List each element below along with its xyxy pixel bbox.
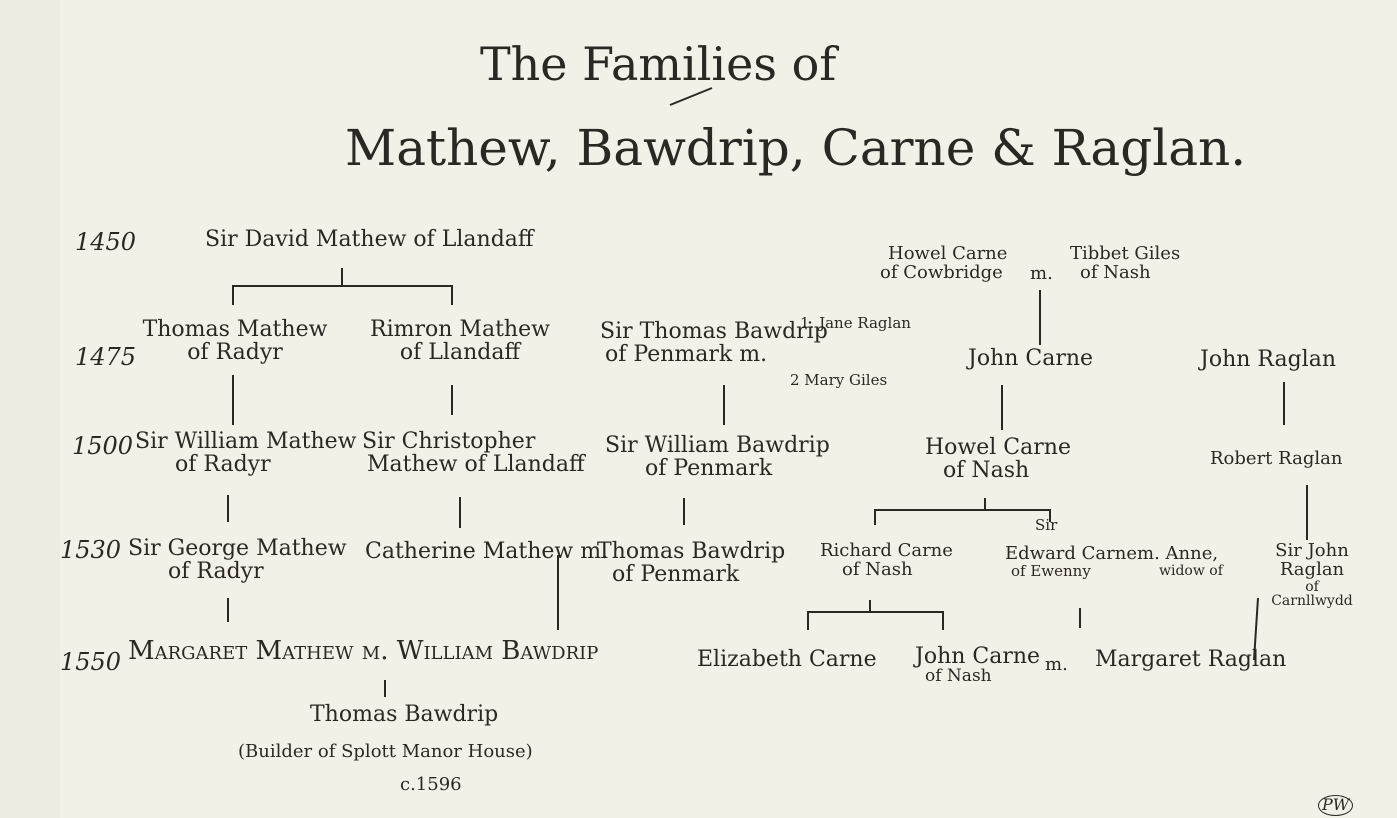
- person-thomas-mathew: Thomas Mathew of Radyr: [140, 318, 330, 364]
- person-howel-carne-nash: Howel Carne of Nash: [925, 436, 1071, 482]
- person-rimron-mathew: Rimron Mathew of Llandaff: [365, 318, 555, 364]
- place: of Radyr: [175, 452, 271, 478]
- year-1500: 1500: [72, 432, 134, 460]
- title-line-1: The Families of: [480, 37, 837, 91]
- person-william-mathew: Sir William Mathew of Radyr: [135, 430, 356, 476]
- place: of Nash: [925, 666, 992, 687]
- line: Raglan: [1279, 558, 1345, 580]
- name: Edward Carne: [1005, 543, 1138, 564]
- year-1550: 1550: [60, 648, 122, 676]
- artist-monogram: PW: [1318, 795, 1354, 816]
- person-sir-william-bawdrip: Sir William Bawdrip of Penmark: [605, 434, 830, 480]
- name: John Carne: [915, 644, 1041, 669]
- place: of Nash: [943, 458, 1030, 484]
- title-line-2: Mathew, Bawdrip, Carne & Raglan.: [345, 119, 1247, 177]
- line-sirjohn-margaret: [1253, 597, 1259, 661]
- name: Tibbet Giles: [1070, 243, 1181, 264]
- title-sir: Sir: [1035, 516, 1058, 534]
- wife-jane-raglan: 1. Jane Raglan: [800, 314, 911, 332]
- marriage-m-2: m.: [1045, 654, 1068, 675]
- name: Sir William Bawdrip: [605, 433, 830, 458]
- place: of Penmark: [645, 456, 773, 482]
- person-tibbet-giles: Tibbet Giles of Nash: [1070, 243, 1181, 283]
- name: Sir Christopher: [362, 429, 536, 454]
- page-margin: [0, 0, 60, 818]
- place: of Radyr: [168, 559, 264, 585]
- name: Sir George Mathew: [128, 536, 347, 561]
- name: Sir William Mathew: [135, 429, 357, 454]
- name: m. Anne,: [1137, 543, 1219, 564]
- place: Mathew of Llandaff: [367, 452, 585, 478]
- line: Sir John: [1275, 540, 1349, 561]
- person-thomas-bawdrip-builder: Thomas Bawdrip: [310, 702, 499, 727]
- name: Thomas Bawdrip: [597, 539, 786, 564]
- marriage-margaret-william: Margaret Mathew m. William Bawdrip: [128, 636, 599, 666]
- year-1530: 1530: [60, 536, 122, 564]
- wife-mary-giles: 2 Mary Giles: [790, 371, 888, 389]
- bracket-david: [232, 268, 453, 305]
- person-richard-carne: Richard Carne of Nash: [820, 540, 953, 580]
- place: of Radyr: [187, 340, 283, 366]
- person-sir-thomas-bawdrip: Sir Thomas Bawdrip of Penmark m.: [600, 320, 828, 366]
- place: of Ewenny: [1011, 561, 1091, 580]
- builder-date: c.1596: [400, 774, 462, 795]
- place: of Nash: [1080, 261, 1151, 283]
- name: Howel Carne: [888, 243, 1008, 264]
- person-john-carne-nash: John Carne of Nash: [915, 645, 1040, 686]
- name: Rimron Mathew: [370, 317, 550, 342]
- person-margaret-raglan: Margaret Raglan: [1095, 647, 1287, 672]
- title-flourish: [669, 87, 713, 106]
- bracket-richard: [807, 600, 944, 630]
- person-robert-raglan: Robert Raglan: [1210, 448, 1343, 469]
- marriage-m: m.: [1030, 263, 1053, 284]
- place: of Llandaff: [399, 340, 521, 366]
- person-thomas-bawdrip: Thomas Bawdrip of Penmark: [597, 540, 785, 586]
- person-elizabeth-carne: Elizabeth Carne: [697, 647, 877, 672]
- person-edward-carne: Edward Carne of Ewenny: [1005, 543, 1138, 580]
- line: of: [1305, 578, 1319, 595]
- builder-note: (Builder of Splott Manor House): [238, 741, 533, 762]
- name: Thomas Mathew: [142, 317, 328, 342]
- person-christopher-mathew: Sir Christopher Mathew of Llandaff: [362, 430, 585, 476]
- note: widow of: [1159, 562, 1223, 579]
- line: Carnllwydd: [1271, 593, 1353, 610]
- person-george-mathew: Sir George Mathew of Radyr: [128, 537, 347, 583]
- name: Richard Carne: [820, 540, 953, 561]
- bracket-howel-nash: [874, 498, 1051, 525]
- place: of Penmark m.: [605, 342, 768, 368]
- person-john-raglan: John Raglan: [1200, 347, 1336, 372]
- person-howel-carne-cowbridge: Howel Carne of Cowbridge: [880, 243, 1008, 283]
- place: of Cowbridge: [880, 261, 1003, 283]
- person-david-mathew: Sir David Mathew of Llandaff: [205, 227, 534, 252]
- year-1450: 1450: [75, 228, 137, 256]
- person-john-carne: John Carne: [968, 346, 1094, 371]
- year-1475: 1475: [75, 343, 137, 371]
- person-catherine-mathew: Catherine Mathew m.: [365, 539, 609, 564]
- place: of Nash: [842, 558, 913, 580]
- name: Sir Thomas Bawdrip: [600, 319, 828, 344]
- person-sir-john-raglan: Sir John Raglan of Carnllwydd: [1262, 540, 1362, 610]
- person-anne: m. Anne, widow of: [1137, 543, 1223, 579]
- place: of Penmark: [612, 562, 740, 588]
- name: Howel Carne: [925, 435, 1071, 460]
